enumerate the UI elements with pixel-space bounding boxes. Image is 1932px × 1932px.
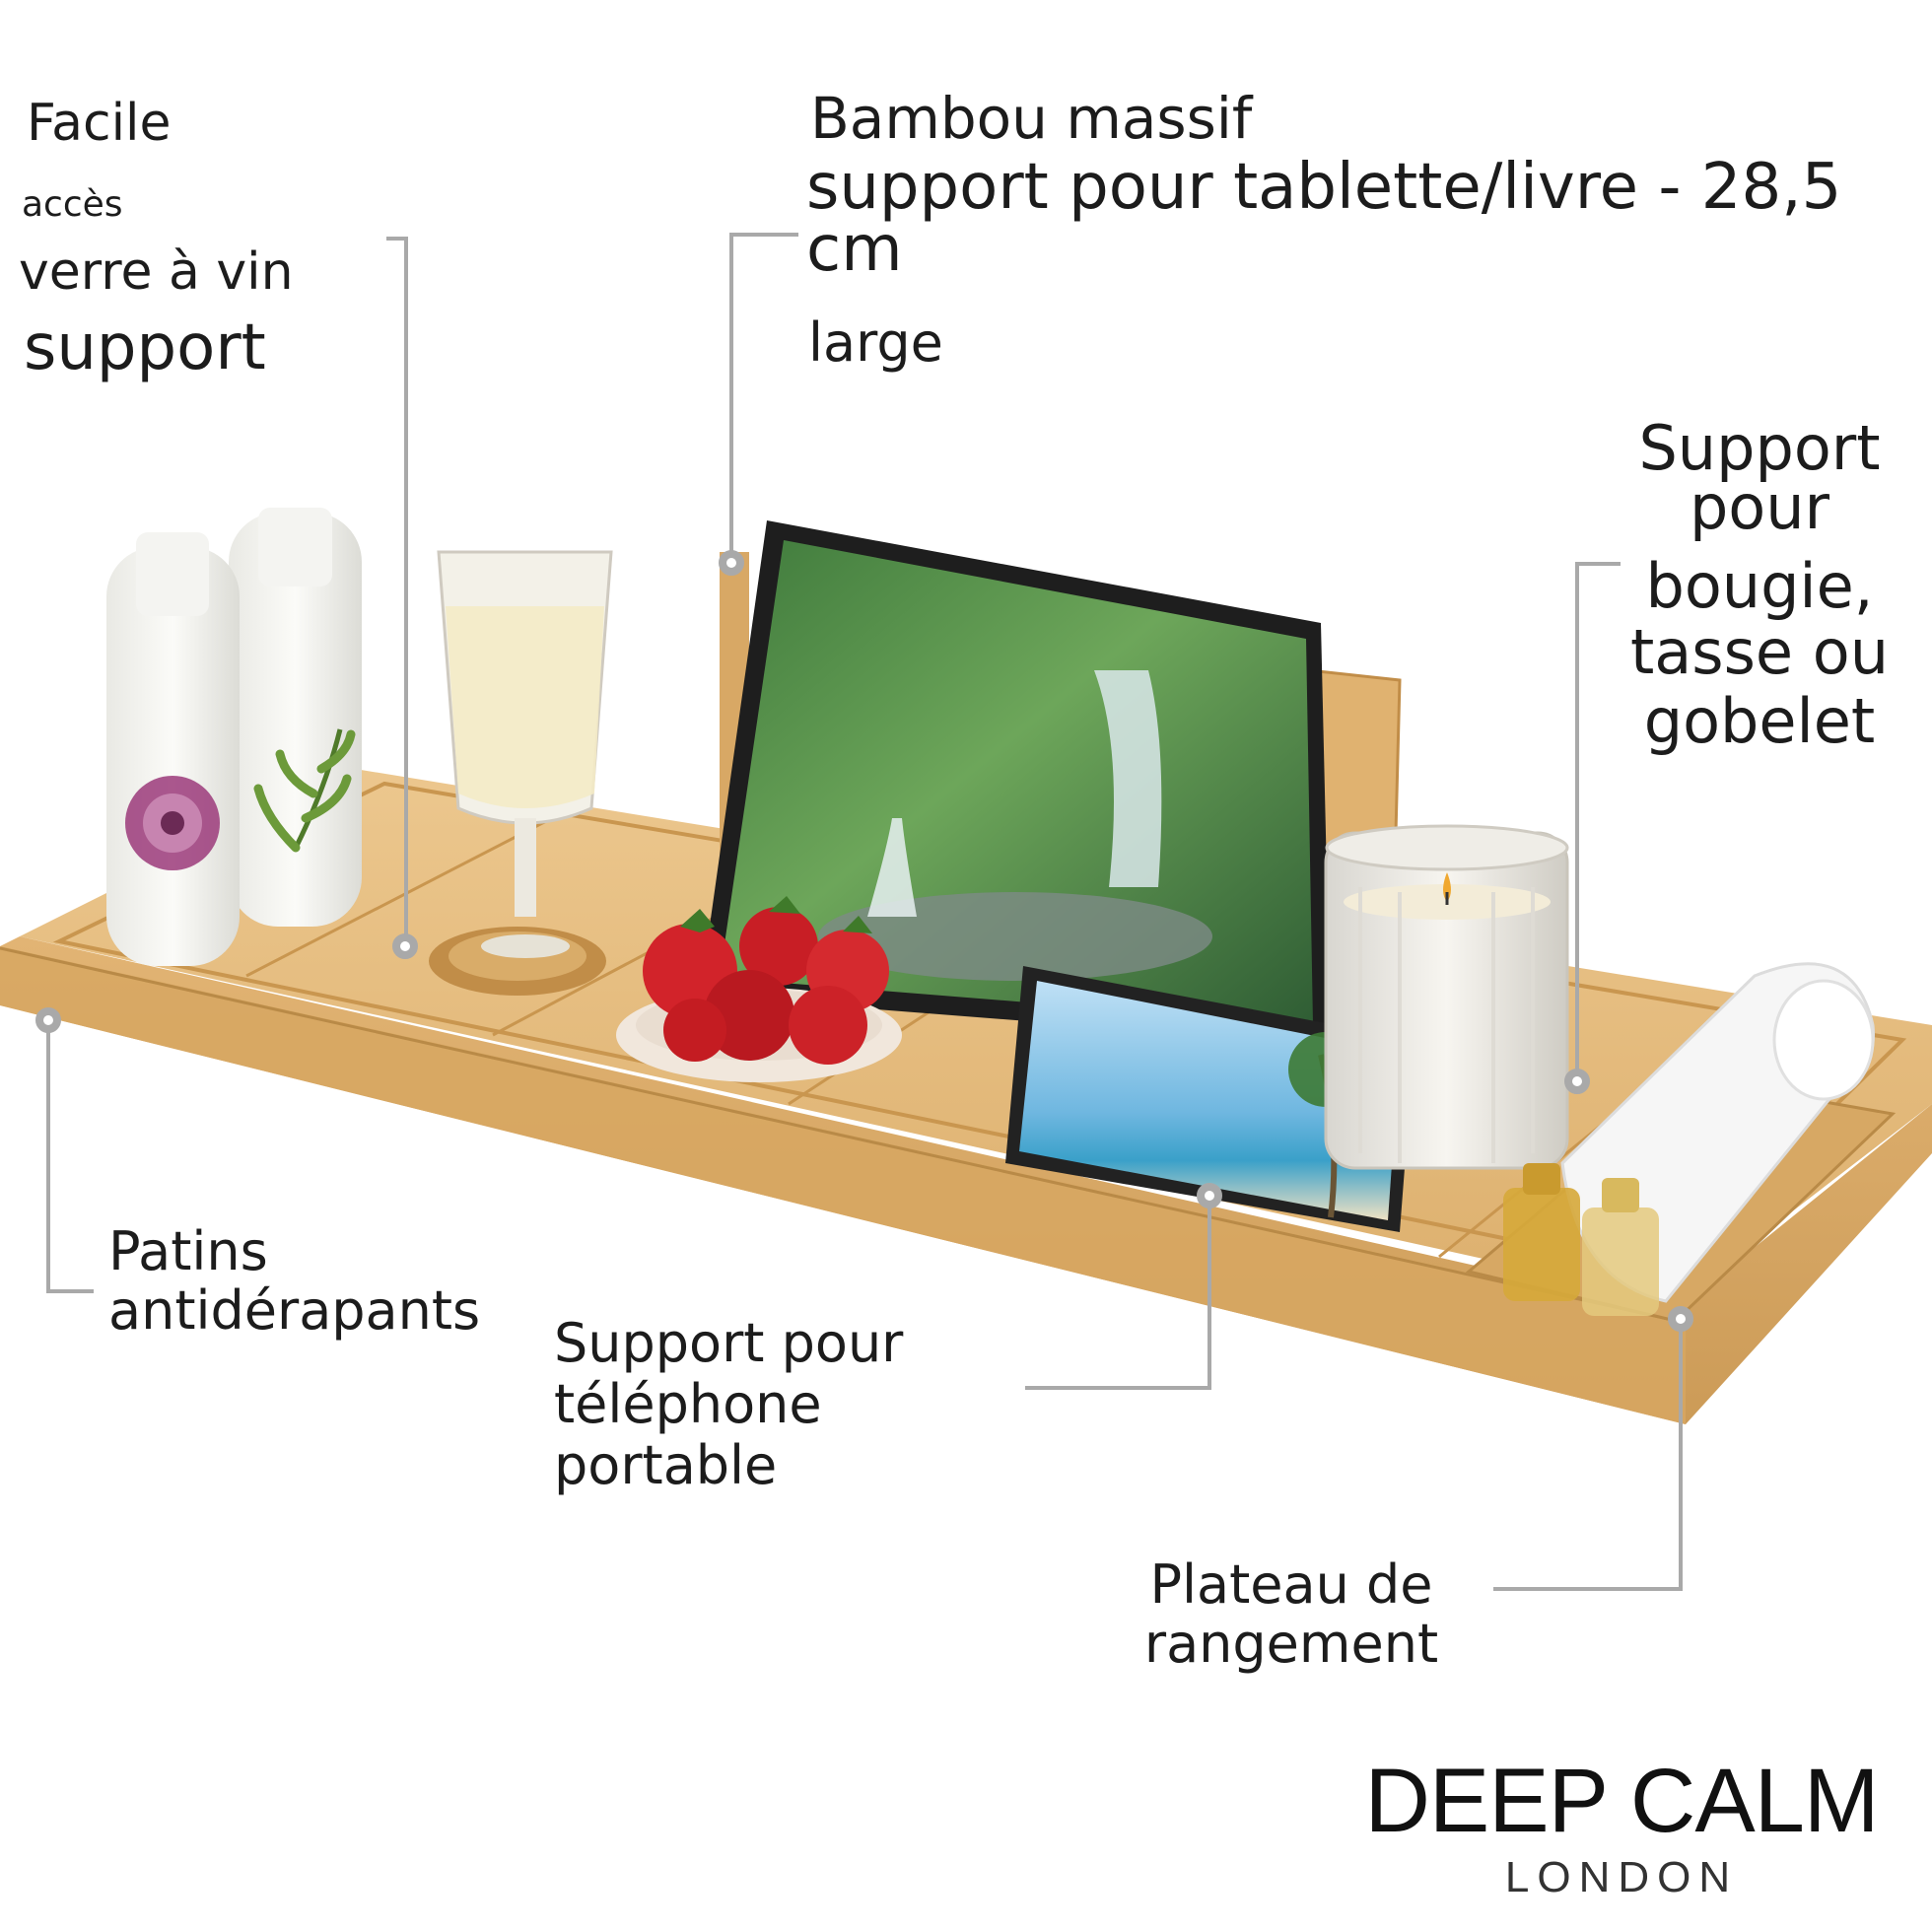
- brand-city: LONDON: [1504, 1853, 1739, 1901]
- callout-line: [1208, 1201, 1211, 1390]
- callout-line: [404, 237, 408, 946]
- phone: [1005, 966, 1414, 1232]
- phone-holder-line2: téléphone: [554, 1373, 822, 1435]
- candle-holder-line4: tasse ou: [1630, 616, 1889, 688]
- strawberry-plate: [616, 896, 902, 1082]
- callout-dot: [392, 933, 418, 959]
- glass-holder-line2: accès: [22, 184, 123, 225]
- callout-dot: [719, 550, 744, 576]
- callout-line: [46, 1025, 50, 1293]
- phone-holder-line3: portable: [554, 1434, 778, 1496]
- tablet-holder-line1: Bambou massif: [810, 85, 1253, 152]
- storage-tray-line2: rangement: [1143, 1613, 1439, 1675]
- candle-holder-line2: pour: [1689, 471, 1830, 543]
- non-slip-line2: antidérapants: [108, 1279, 481, 1342]
- callout-line: [729, 233, 733, 558]
- tablet-holder-line4: large: [808, 311, 943, 374]
- callout-dot: [1564, 1069, 1590, 1094]
- wine-glass: [437, 550, 613, 958]
- glass-holder-line4: support: [24, 311, 266, 384]
- callout-line: [1679, 1325, 1683, 1591]
- callout-line: [1575, 562, 1579, 1074]
- callout-line: [729, 233, 798, 237]
- brand-name: DEEP CALM: [1364, 1751, 1879, 1851]
- candle-holder-line1: Support: [1638, 412, 1881, 484]
- glass-holder-line3: verre à vin: [19, 242, 294, 302]
- callout-line: [1493, 1587, 1683, 1591]
- storage-tray-line1: Plateau de: [1149, 1553, 1433, 1616]
- bottles: [106, 508, 362, 966]
- oil-bottles: [1503, 1163, 1659, 1316]
- tablet-holder-line3: cm: [806, 213, 903, 286]
- glass-holder-line1: Facile: [27, 94, 172, 153]
- candle-holder-line5: gobelet: [1643, 685, 1876, 757]
- phone-holder-line1: Support pour: [554, 1312, 904, 1374]
- callout-line: [386, 237, 408, 241]
- tablet: [700, 520, 1331, 1045]
- candle: [1324, 824, 1569, 1170]
- candle-holder-line3: bougie,: [1645, 550, 1874, 622]
- callout-line: [1025, 1386, 1211, 1390]
- non-slip-line1: Patins: [108, 1220, 268, 1282]
- callout-line: [46, 1289, 94, 1293]
- tablet-holder-line2: support pour tablette/livre - 28,5: [806, 151, 1842, 224]
- callout-line: [1575, 562, 1621, 566]
